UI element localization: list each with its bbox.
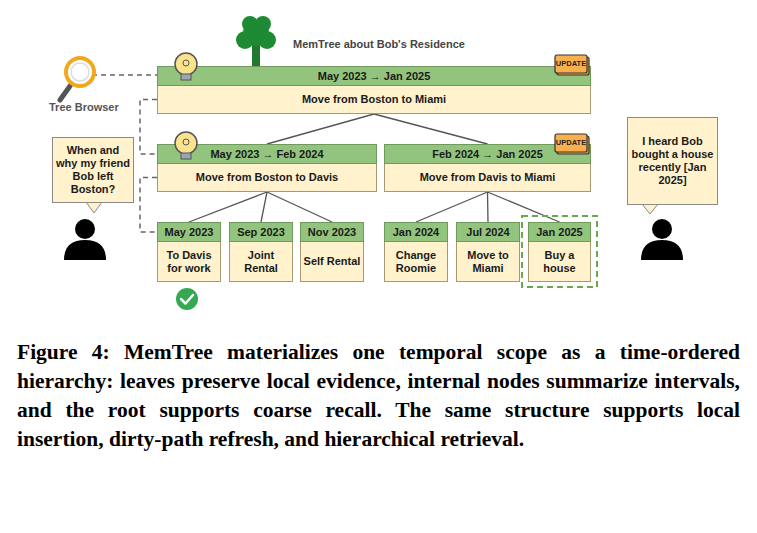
tree-edge [261,192,267,222]
update-tag: UPDATE [555,138,587,147]
bubble-text: I heard Bob bought a house recently [Jan… [631,135,714,187]
event-summary: Move to Miami [456,242,520,282]
person-icon [64,219,106,260]
lightbulb-icon [175,132,197,159]
memory-node: Jan 2024Change Roomie [384,222,448,282]
update-tag: UPDATE [555,59,587,68]
tree-edge [267,114,374,144]
event-summary: To Davis for work [157,242,221,282]
tree-edge [488,192,560,222]
event-summary: Move from Boston to Miami [157,86,591,114]
memory-node: Nov 2023Self Rental [300,222,364,282]
time-range: Jul 2024 [456,222,520,242]
update-badge [555,55,587,73]
tree-edge [487,192,489,222]
speech-bubble: I heard Bob bought a house recently [Jan… [627,117,718,205]
component-label: Tree Browser [49,101,119,113]
event-summary: Change Roomie [384,242,448,282]
bubble-tail [86,202,102,213]
event-summary: Move from Davis to Miami [384,164,591,192]
time-range: May 2023 → Jan 2025 [157,66,591,86]
event-summary: Move from Boston to Davis [157,164,377,192]
time-range: Nov 2023 [300,222,364,242]
tree-title: MemTree about Bob's Residence [293,38,465,50]
time-range: May 2023 → Feb 2024 [157,144,377,164]
update-badge [555,134,587,152]
event-summary: Buy a house [528,242,591,282]
tree-icon [236,16,276,66]
bubble-tail [642,204,658,214]
tree-edge [374,114,488,144]
event-summary: Joint Rental [229,242,293,282]
speech-bubble: When and why my friend Bob left Boston? [52,137,134,203]
lightbulb-icon [175,53,197,80]
memory-node: Feb 2024 → Jan 2025Move from Davis to Mi… [384,144,591,192]
memory-node: Sep 2023Joint Rental [229,222,293,282]
memory-node: May 2023 → Feb 2024Move from Boston to D… [157,144,377,192]
time-range: Jan 2024 [384,222,448,242]
check-icon [176,288,198,310]
browse-path [140,178,157,232]
highlight-box [522,216,597,287]
figure-caption: Figure 4: MemTree materializes one tempo… [17,338,740,454]
time-range: May 2023 [157,222,221,242]
tree-edge [267,192,332,222]
memory-node: Jan 2025Buy a house [528,222,591,282]
person-icon [641,219,683,260]
magnifier-icon [60,58,94,100]
browser-lead [92,74,157,76]
time-range: Sep 2023 [229,222,293,242]
event-summary: Self Rental [300,242,364,282]
tree-edge [189,192,267,222]
tree-edge [416,192,488,222]
bubble-text: When and why my friend Bob left Boston? [56,144,130,196]
time-range: Jan 2025 [528,222,591,242]
time-range: Feb 2024 → Jan 2025 [384,144,591,164]
memory-node: May 2023To Davis for work [157,222,221,282]
memory-node: Jul 2024Move to Miami [456,222,520,282]
memory-node: May 2023 → Jan 2025Move from Boston to M… [157,66,591,114]
browse-path [140,100,157,154]
